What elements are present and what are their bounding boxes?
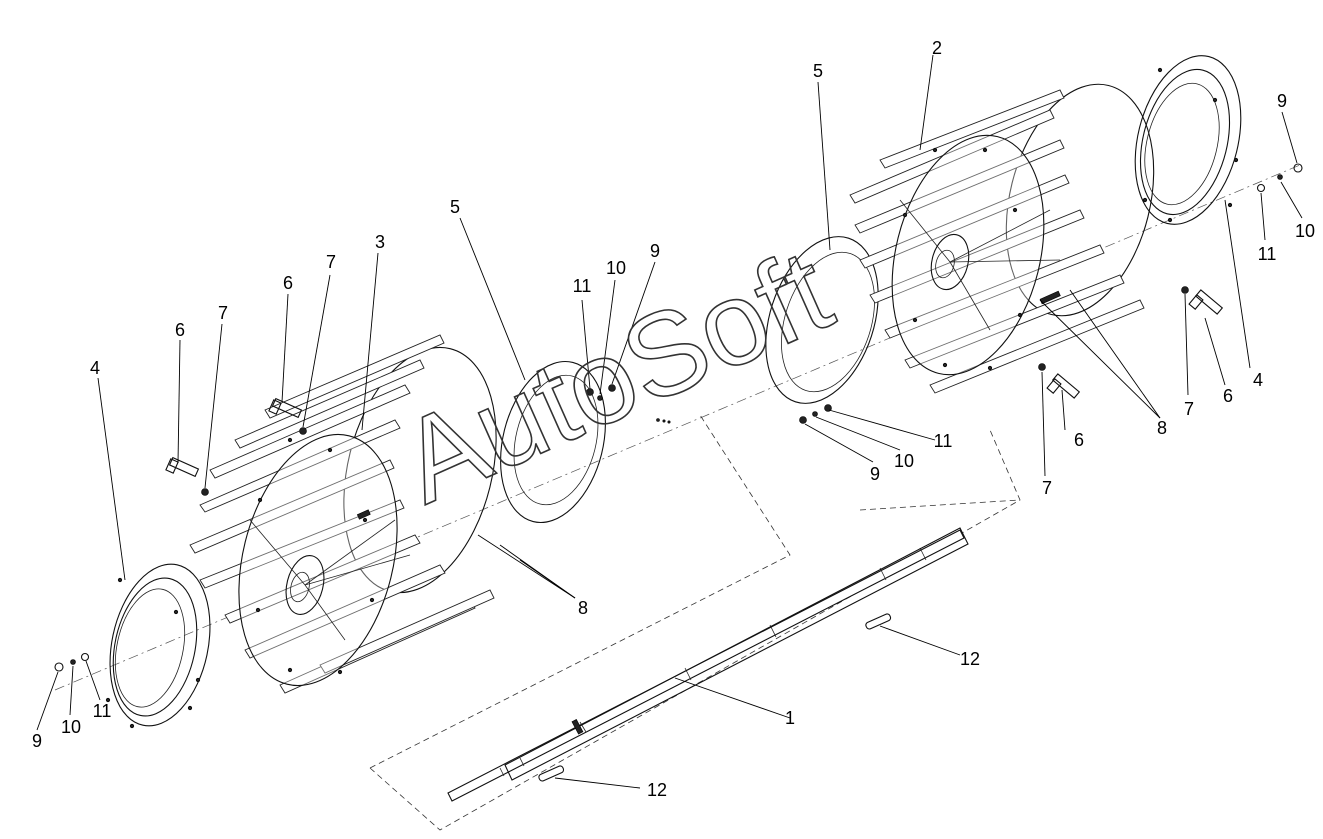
callout-10-b: 10 bbox=[605, 258, 627, 278]
callout-11-d: 11 bbox=[1257, 244, 1277, 264]
callout-5-left: 5 bbox=[449, 197, 461, 217]
callout-7-d: 7 bbox=[1183, 399, 1195, 419]
callout-8-right: 8 bbox=[1156, 418, 1168, 438]
left-rotor bbox=[189, 334, 497, 694]
callout-4-right: 4 bbox=[1252, 370, 1264, 390]
callout-12-a: 12 bbox=[959, 649, 981, 669]
right-end-flange bbox=[1134, 55, 1242, 225]
callout-6-a: 6 bbox=[174, 320, 186, 340]
right-rotor bbox=[849, 83, 1155, 394]
callout-3: 3 bbox=[374, 232, 386, 252]
callout-7-a: 7 bbox=[217, 303, 229, 323]
right-fasteners bbox=[1256, 163, 1303, 193]
callout-5-right: 5 bbox=[812, 61, 824, 81]
callout-10-d: 10 bbox=[1294, 221, 1316, 241]
leader-lines bbox=[36, 54, 1303, 789]
right-bolts bbox=[1038, 286, 1224, 399]
callout-8-left: 8 bbox=[577, 598, 589, 618]
left-end-flange bbox=[105, 563, 211, 729]
middle-flange bbox=[500, 360, 671, 524]
shaft bbox=[447, 527, 969, 802]
callout-7-b: 7 bbox=[325, 252, 337, 272]
callout-6-d: 6 bbox=[1222, 386, 1234, 406]
callout-10-a: 10 bbox=[60, 717, 82, 737]
callout-9-b: 9 bbox=[649, 241, 661, 261]
callout-6-b: 6 bbox=[282, 273, 294, 293]
callout-6-c: 6 bbox=[1073, 430, 1085, 450]
callout-7-c: 7 bbox=[1041, 478, 1053, 498]
callout-2: 2 bbox=[931, 38, 943, 58]
callout-9-d: 9 bbox=[1276, 91, 1288, 111]
callout-11-b: 11 bbox=[572, 276, 592, 296]
assembly-guide-lines bbox=[54, 164, 1301, 831]
callout-10-c: 10 bbox=[893, 451, 915, 471]
left-bolts bbox=[165, 397, 307, 496]
left-fasteners bbox=[54, 652, 90, 672]
shaft-keys bbox=[538, 613, 892, 782]
callout-12-b: 12 bbox=[646, 780, 668, 800]
callout-9-a: 9 bbox=[31, 731, 43, 751]
callout-1: 1 bbox=[784, 708, 796, 728]
callout-11-a: 11 bbox=[92, 701, 112, 721]
callout-9-c: 9 bbox=[869, 464, 881, 484]
callout-4-left: 4 bbox=[89, 358, 101, 378]
callout-11-c: 11 bbox=[933, 431, 953, 451]
